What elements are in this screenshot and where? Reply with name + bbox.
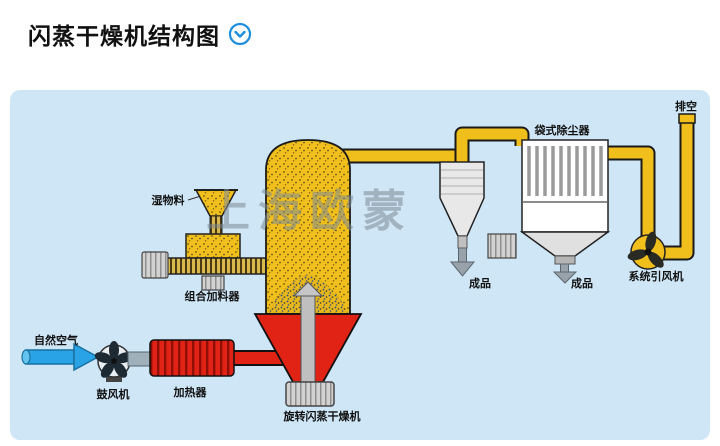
stack-opening	[678, 113, 696, 124]
air-system	[21, 339, 284, 382]
pipe-bagfilter-fan	[606, 147, 654, 236]
air-inlet-duct	[25, 349, 75, 365]
spreader-cone	[292, 281, 324, 297]
blower-hub	[111, 358, 117, 364]
cyclone-body	[439, 161, 485, 237]
feeder-box	[185, 233, 241, 259]
label-combined-feeder: 组合加料器	[185, 289, 241, 303]
blower-base	[106, 376, 122, 382]
bag-filter	[487, 139, 611, 284]
label-cyclone-product: 成品	[469, 276, 491, 290]
bag-filter-hopper	[519, 231, 611, 257]
chevron-circle	[228, 22, 252, 46]
center-air-pipe	[300, 293, 316, 387]
label-rotary-flash-dryer: 旋转闪蒸干燥机	[283, 409, 361, 423]
bag-filter-housing	[521, 139, 609, 233]
tower-drive-motor	[285, 381, 335, 407]
screw-conveyor	[155, 257, 269, 275]
feed-system	[141, 189, 269, 291]
pipe-exhaust-stack	[660, 122, 693, 259]
cyclone-separator	[439, 161, 485, 277]
blower-fan-icon	[94, 341, 134, 378]
chevron-icon-svg	[228, 22, 252, 46]
collapse-chevron-icon[interactable]	[228, 22, 252, 46]
label-natural-air: 自然空气	[34, 333, 78, 347]
cyclone-product-arrow-shaft	[458, 247, 467, 263]
header: 闪蒸干燥机结构图	[0, 0, 720, 52]
feeder-gearbox	[201, 275, 225, 291]
air-arrow-head	[73, 342, 100, 372]
bagfilter-product-arrow-shaft	[560, 263, 569, 273]
label-wet-material: 湿物料	[152, 193, 185, 207]
bagfilter-product-arrow-head	[552, 271, 578, 284]
pipes	[340, 113, 696, 261]
label-system-fan: 系统引风机	[629, 269, 684, 283]
page-title: 闪蒸干燥机结构图	[28, 23, 220, 49]
label-heater: 加热器	[173, 385, 208, 399]
label-blower: 鼓风机	[97, 387, 130, 401]
pipe-cyclone-bagfilter	[456, 128, 528, 164]
cyclone-product-arrow-head	[449, 261, 476, 277]
diagram-panel: 上海欧蒙 湿物料 组合加料器 自然空气 鼓风机 加热器 旋转闪蒸干燥机 成品 成…	[10, 90, 710, 440]
fan-hub	[644, 248, 652, 256]
label-exhaust: 排空	[675, 99, 697, 113]
bag-filter-valve-motor	[487, 233, 517, 259]
dryer-tower	[253, 139, 363, 407]
chevron-glyph	[234, 30, 246, 38]
blower-heater-duct	[127, 351, 153, 367]
label-bag-filter: 袋式除尘器	[534, 123, 591, 137]
tower-body	[265, 139, 351, 315]
filter-bags	[527, 146, 603, 196]
pipe-bagfilter-fan-outline	[606, 145, 656, 236]
labels: 湿物料 组合加料器 自然空气 鼓风机 加热器 旋转闪蒸干燥机 成品 成品 袋式除…	[34, 99, 697, 423]
cyclone-shading	[441, 169, 483, 195]
cyclone-discharge-spout	[457, 235, 468, 249]
label-bagfilter-product: 成品	[571, 276, 593, 290]
feeder-motor	[141, 251, 169, 279]
system-induced-draft-fan	[627, 231, 666, 270]
air-duct-cap	[21, 349, 31, 365]
heater-body	[149, 339, 235, 377]
flash-dryer-diagram: 上海欧蒙 湿物料 组合加料器 自然空气 鼓风机 加热器 旋转闪蒸干燥机 成品 成…	[21, 99, 697, 423]
rotary-valve	[554, 255, 576, 265]
watermark: 上海欧蒙	[206, 187, 414, 236]
